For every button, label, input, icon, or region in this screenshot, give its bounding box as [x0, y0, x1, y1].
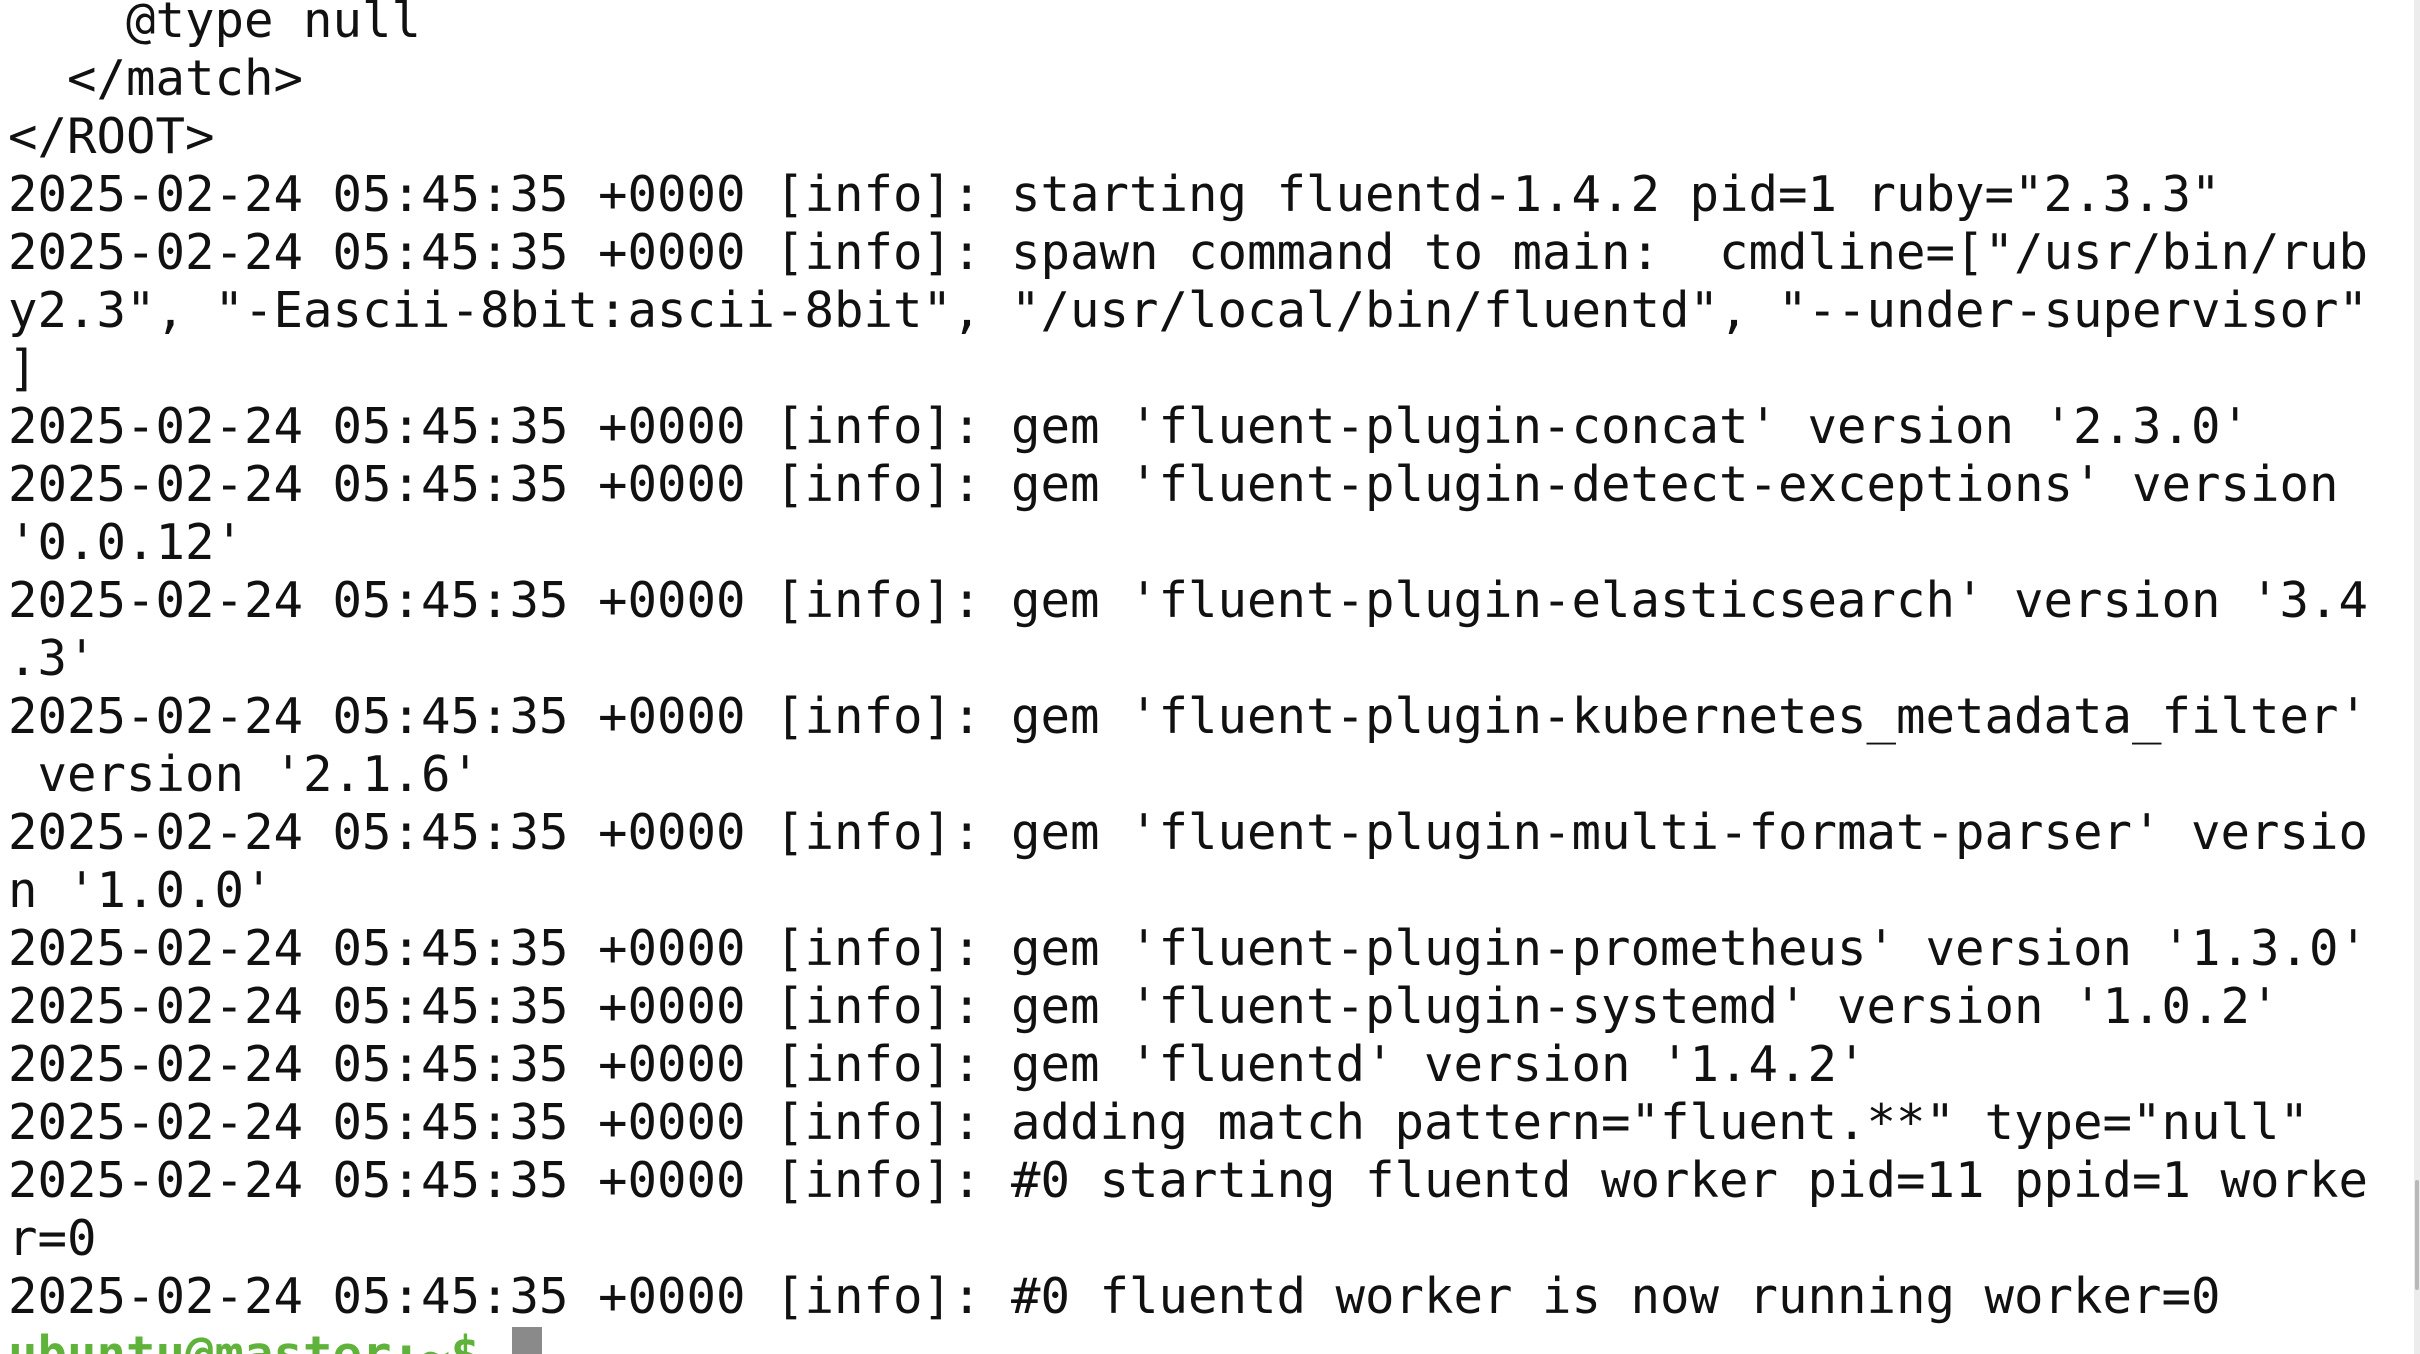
- log-line: 2025-02-24 05:45:35 +0000 [info]: #0 sta…: [8, 1152, 2369, 1209]
- log-line-wrapped: .3': [8, 630, 97, 687]
- log-line: 2025-02-24 05:45:35 +0000 [info]: spawn …: [8, 224, 2369, 281]
- log-line: 2025-02-24 05:45:35 +0000 [info]: gem 'f…: [8, 804, 2369, 861]
- log-line: 2025-02-24 05:45:35 +0000 [info]: starti…: [8, 166, 2221, 223]
- log-line: 2025-02-24 05:45:35 +0000 [info]: gem 'f…: [8, 1036, 1867, 1093]
- log-line: 2025-02-24 05:45:35 +0000 [info]: #0 flu…: [8, 1268, 2221, 1325]
- scrollbar-thumb[interactable]: [2415, 1180, 2419, 1290]
- log-line: 2025-02-24 05:45:35 +0000 [info]: gem 'f…: [8, 572, 2369, 629]
- log-line: 2025-02-24 05:45:35 +0000 [info]: gem 'f…: [8, 978, 2280, 1035]
- shell-prompt: ubuntu@master:~$: [8, 1326, 510, 1354]
- log-line: 2025-02-24 05:45:35 +0000 [info]: gem 'f…: [8, 456, 2339, 513]
- output-line: </ROOT>: [8, 108, 215, 165]
- log-line-wrapped: n '1.0.0': [8, 862, 274, 919]
- scrollbar-track[interactable]: [2414, 0, 2420, 1354]
- log-line: 2025-02-24 05:45:35 +0000 [info]: adding…: [8, 1094, 2310, 1151]
- command-prompt-line[interactable]: ubuntu@master:~$: [8, 1326, 2408, 1354]
- log-line-wrapped: '0.0.12': [8, 514, 245, 571]
- log-line: 2025-02-24 05:45:35 +0000 [info]: gem 'f…: [8, 398, 2251, 455]
- output-line: @type null: [8, 0, 422, 49]
- log-line: 2025-02-24 05:45:35 +0000 [info]: gem 'f…: [8, 688, 2369, 745]
- log-line-wrapped: r=0: [8, 1210, 97, 1267]
- log-line: 2025-02-24 05:45:35 +0000 [info]: gem 'f…: [8, 920, 2369, 977]
- output-line: </match>: [8, 50, 304, 107]
- log-line-wrapped: y2.3", "-Eascii-8bit:ascii-8bit", "/usr/…: [8, 282, 2369, 339]
- terminal-output[interactable]: @type null </match></ROOT>2025-02-24 05:…: [8, 0, 2408, 1354]
- log-line-wrapped: version '2.1.6': [8, 746, 481, 803]
- text-cursor[interactable]: [511, 1327, 542, 1354]
- log-line-wrapped: ]: [8, 340, 38, 397]
